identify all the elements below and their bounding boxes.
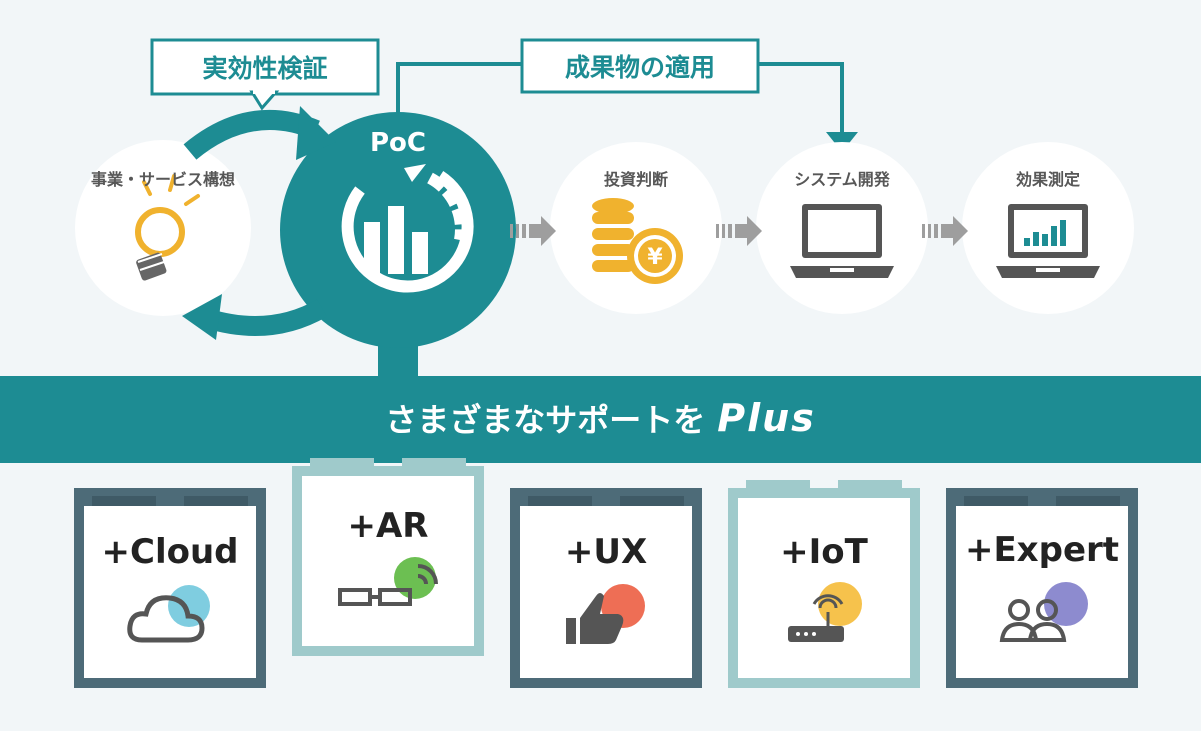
plus-wordmark: Plus [717, 396, 816, 440]
card-ux [510, 488, 702, 688]
loop-arrow-bottom [203, 299, 327, 336]
card-expert-title: +Expert [964, 530, 1120, 570]
card-iot [728, 480, 920, 688]
validation-label: 実効性検証 [202, 54, 328, 83]
card-ar [292, 458, 484, 656]
yen-coins-icon: ¥ [592, 198, 683, 284]
card-iot-title: +IoT [780, 532, 868, 572]
card-expert [946, 488, 1138, 688]
loop-arrow-top-head [296, 106, 336, 160]
card-cloud [74, 488, 266, 688]
svg-text:¥: ¥ [647, 245, 663, 270]
card-ux-title: +UX [564, 532, 648, 572]
laptop-icon [790, 204, 894, 278]
stage-label-investment: 投資判断 [603, 170, 668, 189]
validation-callout [150, 38, 380, 111]
stage-label-concept: 事業・サービス構想 [90, 170, 235, 189]
apply-results-label: 成果物の適用 [564, 53, 715, 82]
plus-band [0, 376, 1201, 463]
plus-band-text: さまざまなサポートを Plus [0, 395, 1201, 441]
stage-label-measurement: 効果測定 [1015, 170, 1080, 189]
card-cloud-title: +Cloud [101, 532, 239, 572]
stage-circle-investment [550, 142, 722, 314]
poc-label: PoC [370, 128, 426, 158]
apply-results-box [520, 38, 760, 94]
stage-arrow-3 [922, 216, 968, 246]
lightbulb-icon [135, 174, 200, 281]
poc-chart-icon [341, 164, 474, 293]
stage-arrow-1 [510, 216, 556, 246]
card-ar-title: +AR [347, 506, 429, 546]
stage-label-development: システム開発 [794, 170, 890, 189]
loop-arrow-bottom-head [182, 294, 222, 340]
plus-band-message: さまざまなサポートを [385, 401, 706, 439]
stage-circle-concept [75, 140, 251, 316]
laptop-chart-icon [996, 204, 1100, 278]
stage-arrow-2 [716, 216, 762, 246]
